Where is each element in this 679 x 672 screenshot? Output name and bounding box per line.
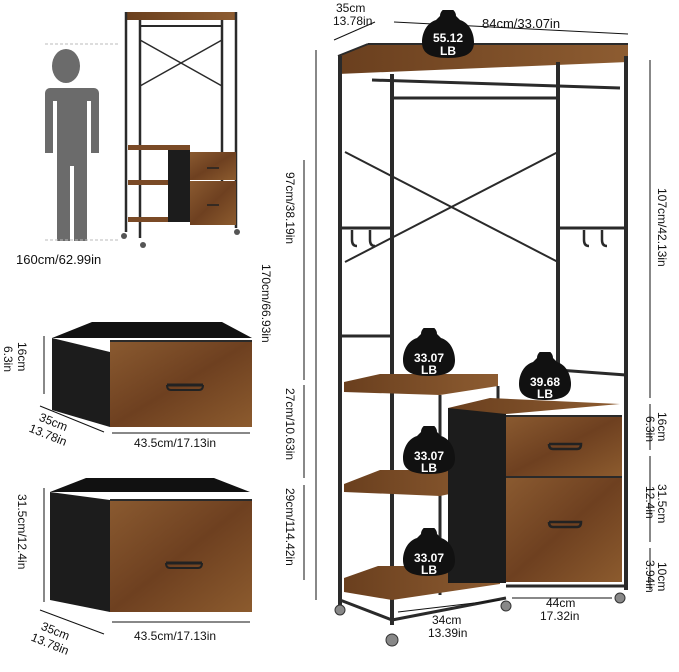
unit-bottom-left-in: 13.39in [428,626,468,640]
weight-value: 33.07 [413,449,445,463]
unit-right-upper-label: 107cm/42.13in [655,188,669,267]
unit-width-label: 84cm/33.07in [482,16,561,31]
weight-value: 39.68 [529,375,561,389]
unit-upper-shelf-gap-label: 27cm/10.63in [283,388,297,461]
unit-right-base-cm: 10cm [655,562,669,592]
unit-right-base-in: 3.94in [643,560,657,593]
weight-unit: LB [421,461,437,475]
weight-badge-drawer-top: 39.68 LB [518,352,572,402]
unit-right-drawer-small-cm: 16cm [655,412,669,442]
weight-unit: LB [537,387,553,401]
weight-unit: LB [421,563,437,577]
weight-value: 33.07 [413,551,445,565]
large-drawer-illustration [50,478,252,612]
small-drawer-illustration [52,322,252,427]
unit-right-drawer-large-in: 12.4in [643,486,657,519]
unit-depth-cm: 35cm [336,1,366,15]
weight-unit: LB [421,363,437,377]
large-drawer-height-label: 31.5cm/12.4in [15,494,29,570]
unit-bottom-right-cm: 44cm [546,596,576,610]
unit-depth-in: 13.78in [333,14,373,28]
small-drawer-height-cm: 16cm [15,342,29,372]
small-drawer-height-in: 6.3in [1,346,15,373]
unit-right-drawer-small-in: 6.3in [643,416,657,443]
weight-badge-top: 55.12 LB [421,10,475,60]
unit-bottom-right-in: 17.32in [540,609,580,623]
weight-unit: LB [440,44,456,58]
unit-hanging-height-label: 97cm/38.19in [283,172,297,245]
large-drawer-width-label: 43.5cm/17.13in [134,629,217,643]
unit-total-height-label: 170cm/66.93in [259,264,273,343]
main-rack-illustration [334,43,628,647]
weight-value: 33.07 [413,351,445,365]
person-height-label: 160cm/62.99in [16,252,102,267]
weight-value: 55.12 [432,31,464,45]
unit-bottom-left-cm: 34cm [432,613,462,627]
unit-lower-shelf-gap-label: 29cm/114.42in [283,488,297,566]
weight-badge-shelf-middle: 33.07 LB [402,426,456,476]
dimension-lines [303,21,651,613]
weight-badge-shelf-upper: 33.07 LB [402,328,456,378]
weight-badge-shelf-bottom: 33.07 LB [402,528,456,578]
thumbnail-rack [121,12,240,248]
unit-right-drawer-large-cm: 31.5cm [655,484,669,524]
person-silhouette [38,49,99,241]
small-drawer-width-label: 43.5cm/17.13in [134,436,217,450]
